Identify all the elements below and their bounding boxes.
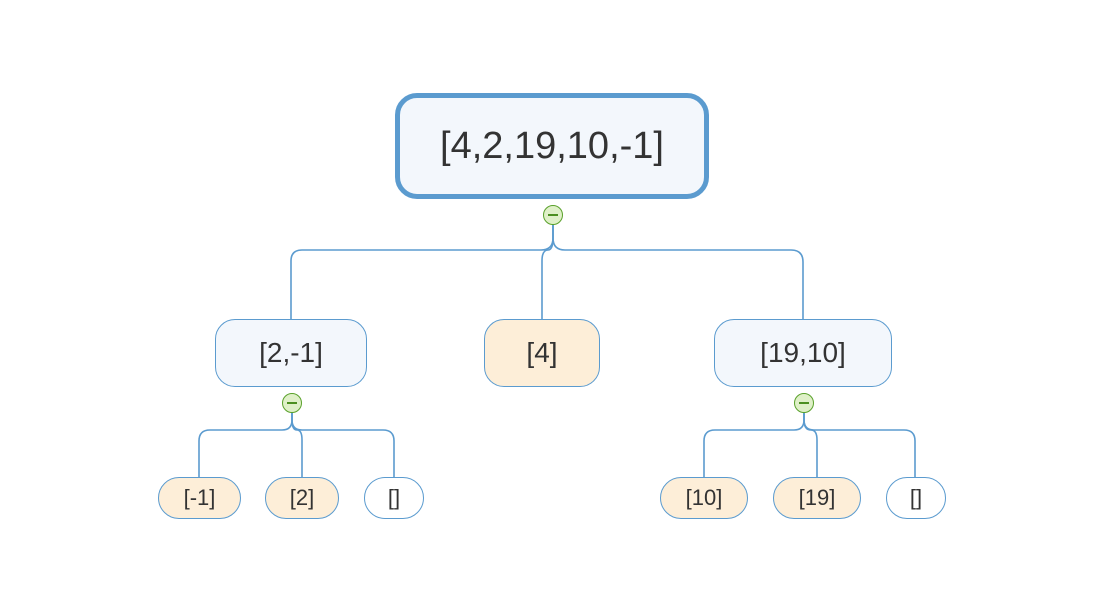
- leaf-node-label: [19]: [798, 485, 836, 510]
- root-node[interactable]: [4,2,19,10,-1]: [395, 93, 709, 199]
- leaf-node-label: []: [387, 485, 401, 510]
- connector-root-left: [290, 224, 554, 319]
- connector-right-leaf-3: [803, 412, 916, 477]
- connector-left-leaf-2: [291, 412, 303, 477]
- leaf-node-label: [2]: [289, 485, 315, 510]
- connector-left-leaf-3: [291, 412, 395, 477]
- leaf-node-label: [10]: [685, 485, 723, 510]
- minus-circle-icon[interactable]: [543, 205, 563, 225]
- connector-right-leaf-1: [703, 412, 805, 477]
- value-node-middle[interactable]: [4]: [484, 319, 600, 387]
- leaf-node-label: [-1]: [183, 485, 216, 510]
- leaf-node[interactable]: [-1]: [158, 477, 241, 519]
- minus-circle-icon[interactable]: [794, 393, 814, 413]
- leaf-node-empty[interactable]: []: [364, 477, 424, 519]
- leaf-node[interactable]: [19]: [773, 477, 861, 519]
- connector-root-right: [552, 224, 804, 319]
- connector-left-leaf-1: [198, 412, 293, 477]
- branch-node-left-label: [2,-1]: [259, 337, 323, 368]
- value-node-middle-label: [4]: [526, 337, 558, 368]
- branch-node-right[interactable]: [19,10]: [714, 319, 892, 387]
- leaf-node[interactable]: [10]: [660, 477, 748, 519]
- leaf-node-label: []: [909, 485, 923, 510]
- leaf-node-empty[interactable]: []: [886, 477, 946, 519]
- connector-root-middle: [541, 224, 554, 319]
- branch-node-left[interactable]: [2,-1]: [215, 319, 367, 387]
- leaf-node[interactable]: [2]: [265, 477, 339, 519]
- minus-circle-icon[interactable]: [282, 393, 302, 413]
- root-node-label: [4,2,19,10,-1]: [440, 124, 664, 167]
- connector-right-leaf-2: [803, 412, 818, 477]
- branch-node-right-label: [19,10]: [760, 337, 846, 368]
